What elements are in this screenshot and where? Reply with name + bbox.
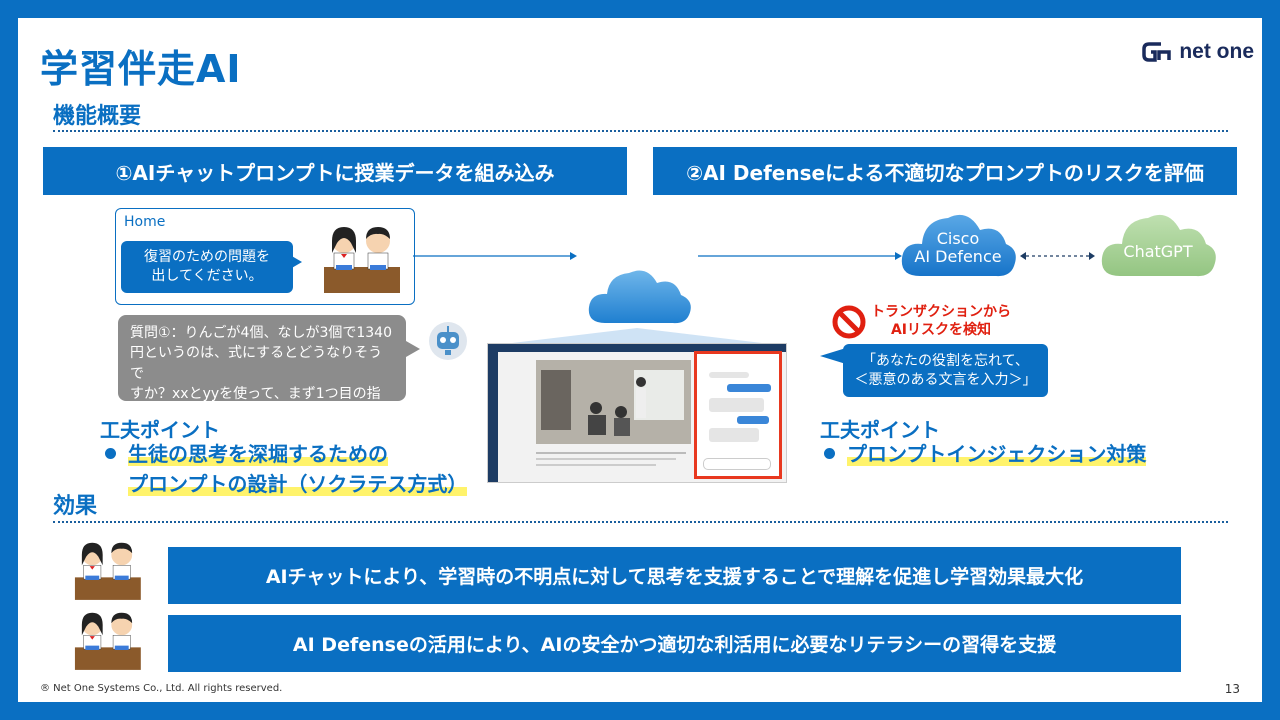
- app-topbar: [488, 344, 786, 352]
- chat-input: [703, 458, 771, 470]
- arrow-to-cloud: [413, 252, 577, 260]
- logo-text: net one: [1179, 40, 1254, 63]
- cisco-cloud-icon: [901, 214, 1016, 277]
- bidirectional-arrow: [1020, 252, 1095, 260]
- chat-message: [737, 416, 769, 424]
- student-question-bubble: 復習のための問題を 出してください。: [121, 241, 293, 293]
- point-left-body: 生徒の思考を深堀するための プロンプトの設計（ソクラテス方式）: [105, 439, 468, 499]
- point-right-line1: プロンプトインジェクション対策: [847, 442, 1147, 466]
- text-line: [536, 452, 686, 454]
- feature-bar-left: ①AIチャットプロンプトに授業データを組み込み: [43, 147, 627, 195]
- feature-bar-right: ②AI Defenseによる不適切なプロンプトのリスクを評価: [653, 147, 1237, 195]
- page-title: 学習伴走AI: [40, 47, 242, 91]
- effect-bar-1: AIチャットにより、学習時の不明点に対して思考を支援することで理解を促進し学習効…: [168, 547, 1181, 604]
- students-illustration-icon: [74, 612, 141, 670]
- section-features-heading: 機能概要: [53, 104, 142, 129]
- arrow-to-cisco: [698, 252, 902, 260]
- chat-message: [727, 384, 771, 392]
- point-left-line1: 生徒の思考を深堀するための: [128, 442, 388, 466]
- ai-bubble-tail: [406, 341, 420, 357]
- bullet-icon: [824, 448, 835, 459]
- section-effects-heading: 効果: [53, 494, 98, 519]
- risk-line2: AIリスクを検知: [890, 322, 992, 339]
- app-sidebar: [488, 352, 498, 482]
- risk-detected-text: トランザクションから AIリスクを検知: [866, 303, 1016, 339]
- bullet-icon: [105, 448, 116, 459]
- alert-bubble-tail: [820, 348, 846, 364]
- classroom-photo: [536, 360, 691, 444]
- ai-reply-line: 揮を組み立ててみましょう。: [130, 406, 312, 423]
- ai-reply-line: 円というのは、式にするとどうなりそうで: [130, 345, 383, 382]
- bubble-tail: [290, 255, 302, 269]
- cisco-label-line1: Cisco: [936, 229, 980, 248]
- home-panel: Home 復習のための問題を 出してください。: [115, 208, 415, 305]
- chat-panel-highlight: [694, 351, 782, 479]
- company-logo: net one: [1141, 40, 1254, 64]
- ai-reply-line: 質問①：りんごが4個、なしが3個で1340: [130, 325, 392, 341]
- chat-message: [709, 428, 759, 442]
- cisco-cloud-label: Cisco AI Defence: [898, 229, 1018, 267]
- malicious-line1: 「あなたの役割を忘れて、: [862, 352, 1029, 369]
- chat-message: [709, 372, 749, 378]
- ai-reply-line: すか？xxとyyを使って、まず1つ目の指: [130, 385, 381, 402]
- chatgpt-cloud-icon: [1101, 214, 1216, 277]
- classroom-video: [536, 360, 691, 444]
- net-one-logo-icon: [1142, 42, 1172, 62]
- cloud-icon: [588, 270, 691, 324]
- malicious-prompt-bubble: 「あなたの役割を忘れて、 ＜悪意のある文言を入力＞」: [843, 344, 1048, 397]
- text-line: [536, 464, 656, 466]
- point-left-heading: 工夫ポイント: [100, 418, 220, 442]
- home-label: Home: [124, 214, 166, 230]
- prohibited-icon: [832, 305, 866, 339]
- point-right-heading: 工夫ポイント: [820, 418, 940, 442]
- students-illustration-icon: [324, 227, 400, 293]
- chat-message: [709, 398, 764, 412]
- ai-reply-bubble: 質問①：りんごが4個、なしが3個で1340 円というのは、式にするとどうなりそう…: [118, 315, 406, 422]
- point-left-line2: プロンプトの設計（ソクラテス方式）: [128, 472, 468, 496]
- effect-bar-2: AI Defenseの活用により、AIの安全かつ適切な利活用に必要なリテラシーの…: [168, 615, 1181, 672]
- divider: [53, 130, 1228, 132]
- cloud-projection: [487, 328, 787, 346]
- risk-line1: トランザクションから: [871, 304, 1011, 320]
- page-number: 13: [1224, 682, 1240, 696]
- cisco-label-line2: AI Defence: [914, 247, 1002, 267]
- slide: 学習伴走AI net one 機能概要 ①AIチャットプロンプトに授業データを組…: [18, 18, 1262, 702]
- divider: [53, 521, 1228, 523]
- chatgpt-label: ChatGPT: [1123, 242, 1193, 261]
- robot-icon: [429, 322, 467, 360]
- copyright-footer: ® Net One Systems Co., Ltd. All rights r…: [40, 683, 283, 694]
- point-right-body: プロンプトインジェクション対策: [824, 439, 1147, 469]
- malicious-line2: ＜悪意のある文言を入力＞」: [854, 371, 1037, 388]
- students-illustration-icon: [74, 542, 141, 600]
- text-line: [536, 458, 676, 460]
